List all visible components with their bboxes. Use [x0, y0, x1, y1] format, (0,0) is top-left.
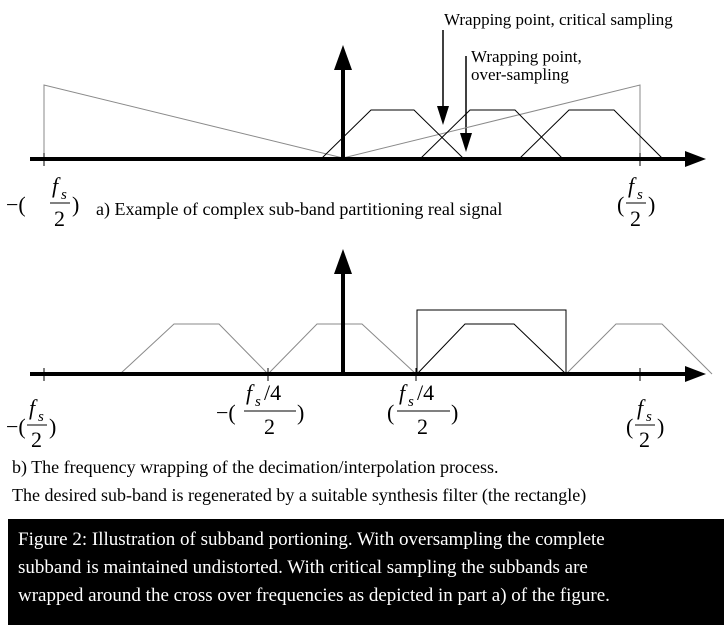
amplitude-axis-b-arrowhead [334, 249, 352, 274]
svg-text:s: s [646, 409, 652, 425]
amplitude-axis-a-arrowhead [334, 45, 352, 70]
svg-text:2: 2 [31, 427, 42, 452]
svg-text:2: 2 [54, 206, 65, 231]
frequency-axis-a-arrowhead [685, 151, 706, 167]
wrapped-band-1-gray [119, 323, 269, 375]
arrow-critical-sampling-head [437, 106, 449, 125]
svg-text:s: s [255, 394, 261, 410]
svg-text:(: ( [387, 400, 394, 425]
svg-text:): ) [49, 414, 56, 439]
label-b-fs-quarter: ( f s /4 2 ) [387, 380, 458, 439]
svg-text:2: 2 [417, 414, 428, 439]
svg-text:−(: −( [6, 192, 26, 217]
wrapped-band-2-gray [267, 323, 417, 375]
subband-3 [519, 109, 663, 159]
figure-caption-line-1: Figure 2: Illustration of subband portio… [18, 529, 605, 550]
svg-text:s: s [408, 394, 414, 410]
svg-text:s: s [637, 187, 643, 203]
svg-text:f: f [246, 380, 255, 405]
figure-caption: Figure 2: Illustration of subband portio… [8, 519, 724, 625]
frequency-axis-b-arrowhead [685, 366, 706, 382]
signal-spectrum-right-gray [342, 84, 641, 159]
caption-panel-b-line1: b) The frequency wrapping of the decimat… [12, 457, 499, 478]
figure-caption-line-3: wrapped around the cross over frequencie… [18, 585, 610, 606]
label-b-minus-fs-half: −( f s 2 ) [6, 395, 56, 452]
svg-text:f: f [29, 395, 38, 420]
svg-text:f: f [628, 173, 637, 198]
svg-text:2: 2 [264, 414, 275, 439]
annotation-oversampling-line2: over-sampling [471, 65, 569, 84]
label-a-minus-fs-half: −( f s 2 ) [6, 173, 79, 231]
arrow-oversampling-head [460, 133, 472, 152]
svg-text:−(: −( [6, 414, 26, 439]
label-b-fs-half: ( f s 2 ) [626, 395, 664, 452]
figure-caption-line-2: subband is maintained undistorted. With … [18, 557, 588, 578]
label-a-fs-half: ( f s 2 ) [617, 173, 655, 231]
desired-subband [416, 323, 567, 375]
svg-text:/4: /4 [264, 380, 281, 405]
svg-text:): ) [451, 400, 458, 425]
svg-text:f: f [637, 395, 646, 420]
annotation-oversampling-line1: Wrapping point, [471, 47, 582, 66]
caption-panel-b-line2: The desired sub-band is regenerated by a… [12, 485, 586, 506]
svg-text:/4: /4 [417, 380, 434, 405]
svg-text:2: 2 [630, 206, 641, 231]
svg-text:): ) [648, 192, 655, 217]
wrapped-band-4-gray [565, 323, 713, 375]
synthesis-filter-rectangle [416, 309, 567, 375]
subband-1 [321, 109, 464, 159]
svg-text:2: 2 [639, 427, 650, 452]
caption-panel-a: a) Example of complex sub-band partition… [96, 199, 502, 220]
panel-b: −( f s 2 ) −( f s /4 2 ) ( f s /4 2 ) [6, 249, 713, 506]
svg-text:f: f [52, 173, 61, 198]
svg-text:s: s [61, 187, 67, 203]
svg-text:s: s [38, 409, 44, 425]
panel-a: Wrapping point, critical sampling Wrappi… [6, 10, 706, 231]
svg-text:): ) [657, 414, 664, 439]
svg-text:): ) [72, 192, 79, 217]
svg-text:−(: −( [216, 400, 236, 425]
subband-2 [420, 109, 563, 159]
svg-text:): ) [297, 400, 304, 425]
svg-text:f: f [399, 380, 408, 405]
label-b-minus-fs-quarter: −( f s /4 2 ) [216, 380, 304, 439]
svg-text:(: ( [617, 192, 624, 217]
svg-text:(: ( [626, 414, 633, 439]
annotation-critical-sampling: Wrapping point, critical sampling [444, 10, 673, 29]
signal-spectrum-left-gray [43, 84, 344, 159]
